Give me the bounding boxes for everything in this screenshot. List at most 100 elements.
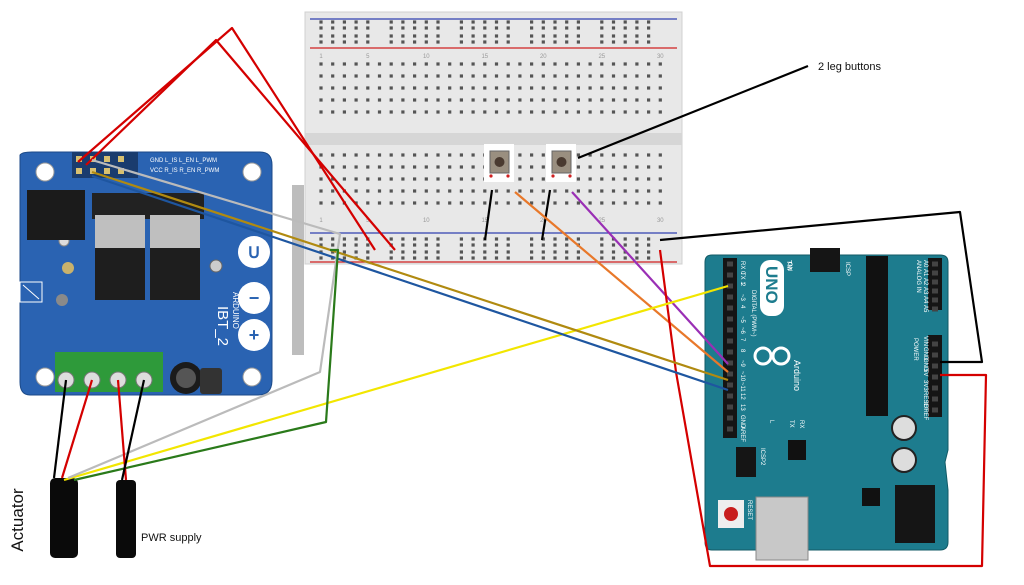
power-pin [932,374,938,380]
breadboard-hole [576,26,580,30]
breadboard-column-number: 10 [423,54,430,60]
breadboard-hole [530,34,534,38]
breadboard-hole [377,74,382,78]
breadboard-hole [436,98,440,102]
breadboard-hole [647,98,651,102]
breadboard-hole [459,153,463,157]
breadboard-hole [541,20,545,24]
breadboard-column-number: 15 [481,54,488,60]
breadboard-holes [319,20,662,260]
gray-wire [67,158,342,480]
breadboard-hole [413,153,417,157]
breadboard-hole [366,177,370,181]
breadboard-hole [448,201,452,205]
breadboard-hole [541,74,545,78]
breadboard-hole [611,243,616,247]
breadboard-hole [331,40,335,44]
breadboard-hole [530,110,534,114]
breadboard-hole [436,165,440,169]
header-pin [104,156,110,162]
breadboard-hole [377,177,382,181]
breadboard-column-number: 25 [598,54,605,60]
breadboard-hole [366,62,370,66]
breadboard-hole [401,165,405,169]
breadboard-hole [647,86,651,90]
breadboard-hole [658,153,662,157]
power-pin [932,396,938,402]
breadboard-hole [658,86,662,90]
digital-pin-label: ~10 [739,371,745,382]
breadboard-hole [553,256,557,260]
power-pin-label: 5V [922,369,928,376]
breadboard-hole [600,20,604,24]
breadboard-hole [342,98,346,102]
breadboard-hole [518,165,522,169]
breadboard-hole [530,237,534,241]
power-pin [932,385,938,391]
breadboard-hole [565,189,569,193]
breadboard-hole [541,256,545,260]
breadboard-hole [319,237,323,241]
breadboard-hole [401,250,405,254]
icsp-label: ICSP [844,262,850,276]
breadboard-hole [635,26,639,30]
breadboard-hole [565,243,569,247]
breadboard-hole [647,237,651,241]
breadboard-hole [506,189,510,193]
breadboard-hole [319,40,323,44]
breadboard-hole [635,165,639,169]
breadboard-hole [553,20,557,24]
breadboard-hole [623,189,627,193]
breadboard-hole [541,250,545,254]
breadboard-hole [459,237,463,241]
power-pin-label: VIN [922,336,928,346]
breadboard-hole [623,34,627,38]
digital-pin [727,349,733,355]
breadboard-hole [436,153,440,157]
breadboard-hole [413,243,417,247]
breadboard-column-number: 1 [319,218,323,224]
breadboard-hole [600,165,604,169]
breadboard-hole [436,201,440,205]
breadboard-hole [401,256,405,260]
breadboard-hole [377,98,382,102]
red-wire [658,249,988,568]
analog-label: ANALOG IN [915,260,921,293]
breadboard-hole [623,62,627,66]
breadboard-hole [389,86,393,90]
breadboard-hole [483,201,487,205]
digital-pin-label: 7 [739,338,745,342]
breadboard-hole [389,201,393,205]
breadboard-hole [635,34,639,38]
digital-pin-label: 4 [739,305,745,309]
breadboard-hole [331,189,335,193]
breadboard-hole [401,26,405,30]
power-pin-label: GND [922,358,928,372]
digital-pin [727,426,733,432]
breadboard-hole [658,62,662,66]
breadboard-hole [635,98,639,102]
breadboard-hole [401,98,405,102]
breadboard-hole [483,98,487,102]
breadboard-hole [354,237,358,241]
breadboard-hole [576,189,580,193]
breadboard-hole [366,26,370,30]
power-pin [932,407,938,413]
breadboard-hole [553,237,557,241]
breadboard-hole [377,86,382,90]
breadboard-hole [494,26,499,30]
breadboard-hole [611,62,616,66]
breadboard-hole [494,74,499,78]
breadboard-hole [448,177,452,181]
breadboard-hole [342,256,346,260]
breadboard-hole [541,177,545,181]
breadboard-hole [553,201,557,205]
breadboard-hole [459,40,463,44]
breadboard-hole [541,98,545,102]
breadboard-hole [647,201,651,205]
breadboard-hole [471,86,475,90]
breadboard-hole [565,237,569,241]
breadboard-hole [635,40,639,44]
breadboard-hole [401,86,405,90]
breadboard-hole [436,110,440,114]
